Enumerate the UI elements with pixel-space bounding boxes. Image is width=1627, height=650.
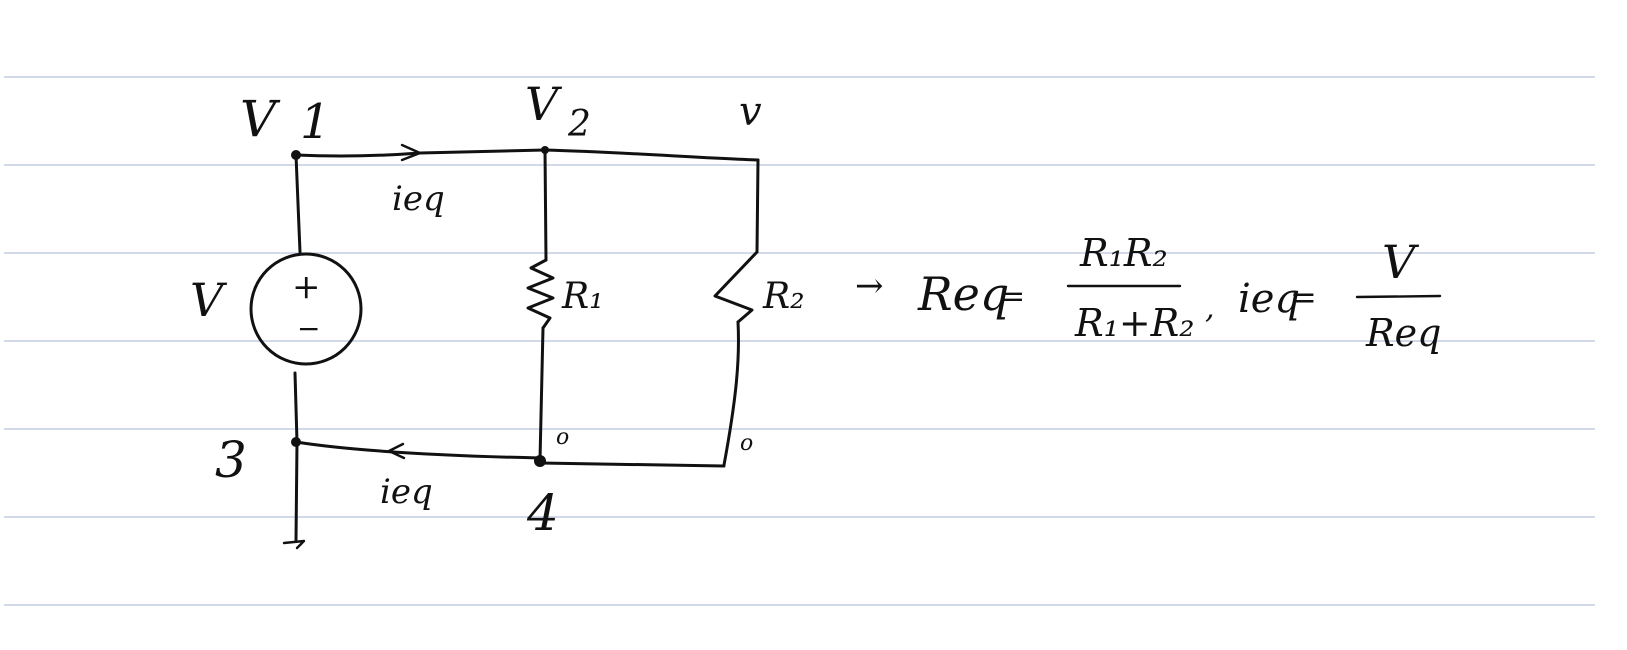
source-plus: + (292, 267, 321, 307)
bottom-wire-left (294, 440, 542, 460)
ieq-top-label: ieq (392, 179, 445, 219)
left-wire-lower (293, 371, 299, 542)
fraction2-bar (1355, 294, 1442, 299)
v2-label: V (525, 77, 563, 131)
source-v-label: V (190, 273, 228, 327)
circuit (249, 143, 760, 550)
r2-label: R₂ (762, 276, 805, 317)
top-wire-right (543, 148, 760, 162)
r1-wire-top (543, 148, 548, 262)
node-dot-2 (541, 146, 549, 154)
source-minus: − (297, 312, 320, 345)
top-wire-left (294, 148, 547, 158)
v-top-right-label: v (739, 89, 762, 135)
node4-label: 4 (526, 484, 559, 542)
left-wire-upper (294, 153, 302, 254)
node-dot-4 (534, 455, 546, 467)
r2-wire-top (755, 158, 760, 254)
fraction2-denominator: Req (1365, 311, 1441, 355)
fraction1-numerator: R₁R₂ (1079, 231, 1168, 275)
r2-resistor (713, 250, 759, 324)
ieq-equation-label: ieq (1238, 276, 1300, 322)
v1-label: V (240, 90, 281, 148)
r1-resistor (526, 258, 555, 330)
r1-label: R₁ (561, 276, 604, 317)
node3-label: 3 (215, 431, 247, 489)
open-node-a: o (556, 425, 569, 450)
arrow-left-icon (387, 442, 406, 460)
equals-sign-1: = (1000, 279, 1025, 314)
fraction2-numerator: V (1382, 235, 1420, 289)
bottom-wire-right (538, 461, 726, 468)
open-node-b: o (740, 431, 753, 456)
r1-wire-bottom (538, 326, 545, 462)
equals-sign-2: = (1290, 278, 1317, 316)
comma: , (1205, 291, 1215, 326)
circuit-labels: V 1 V 2 v V + − ieq ieq 3 4 R₁ R₂ o o (190, 77, 805, 542)
arrow-right-icon (400, 143, 422, 162)
ieq-bottom-label: ieq (380, 472, 433, 512)
r2-wire-bottom (722, 320, 740, 467)
implies-arrow-icon: → (855, 266, 884, 306)
ruled-lines (4, 76, 1595, 606)
fraction1-denominator: R₁+R₂ (1074, 301, 1195, 345)
node-dot-3 (291, 437, 301, 447)
req-label: Req (917, 267, 1009, 321)
equation: → Req = R₁R₂ R₁+R₂ , ieq = V Req (855, 231, 1441, 355)
voltage-source (249, 252, 363, 366)
node2-label: 2 (567, 104, 591, 145)
node-dot-1 (291, 150, 301, 160)
ground-icon (282, 539, 306, 550)
node1-label: 1 (300, 94, 331, 150)
